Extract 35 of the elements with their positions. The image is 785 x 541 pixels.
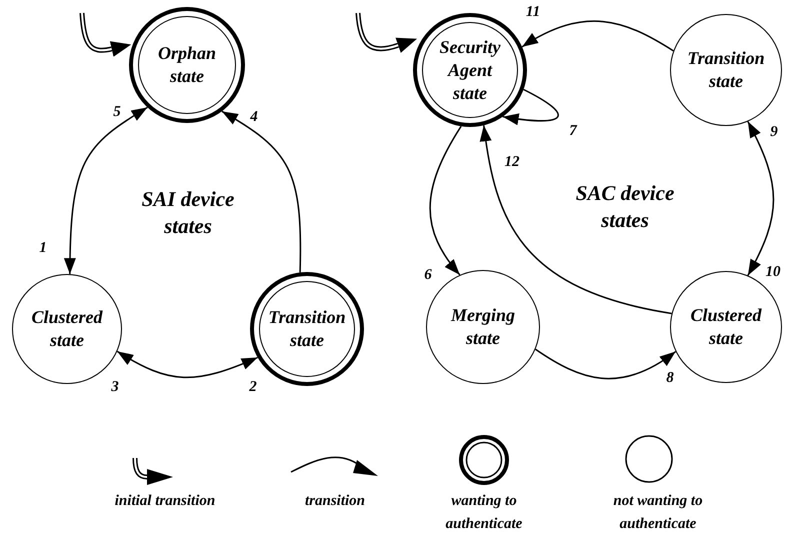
callout-number: 2: [249, 378, 257, 396]
state-label: Security Agent state: [438, 36, 502, 104]
state-label: Transition state: [686, 47, 766, 93]
callout-number: 4: [250, 108, 258, 126]
transition-arrow: [64, 106, 148, 274]
callout-number: 12: [504, 153, 520, 171]
state-label: Transition state: [267, 306, 347, 352]
state-label: Merging state: [450, 304, 516, 350]
transition-arrow: [522, 20, 674, 52]
transition-arrow: [480, 125, 672, 314]
legend-label: not wanting to authenticate: [612, 492, 704, 534]
transition-arrow: [747, 121, 774, 276]
transition-arrow: [502, 88, 559, 125]
state-label: Clustered state: [689, 304, 763, 350]
state-label: Clustered state: [30, 306, 104, 352]
legend-label: initial transition: [114, 492, 216, 511]
initial-transition-arrow: [80, 12, 132, 57]
legend-label: transition: [304, 492, 366, 511]
transition-arrow: [116, 350, 258, 378]
transition-arrow: [429, 126, 462, 276]
callout-number: 3: [111, 378, 119, 396]
diagram-heading: SAI device states: [140, 186, 236, 240]
callout-number: 1: [39, 239, 47, 257]
callout-number: 9: [770, 123, 778, 141]
state-label: Orphan state: [156, 42, 218, 88]
callout-number: 5: [113, 103, 121, 121]
legend-label: wanting to authenticate: [444, 492, 524, 534]
callout-number: 11: [526, 3, 540, 21]
callout-number: 7: [569, 122, 577, 140]
transition-arrow: [535, 348, 676, 380]
callout-number: 10: [766, 263, 780, 281]
transition-arrow: [222, 110, 302, 272]
callout-number: 6: [424, 266, 432, 284]
diagram-heading: SAC device states: [574, 180, 676, 234]
callout-number: 8: [666, 369, 674, 387]
